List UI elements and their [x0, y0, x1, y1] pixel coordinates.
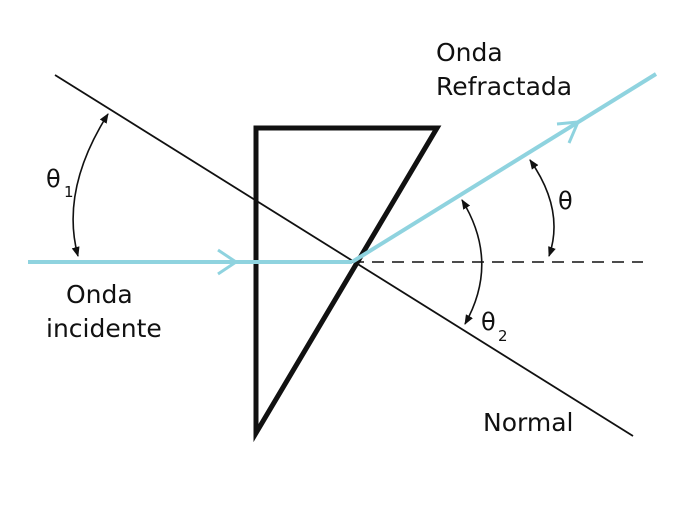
- theta2-symbol: θ: [481, 308, 496, 336]
- theta2-subscript: 2: [498, 327, 508, 345]
- incident-ray-arrowhead: [217, 248, 239, 276]
- normal-line: [54, 74, 634, 437]
- refracted-wave-label-line2: Refractada: [436, 72, 572, 101]
- theta-angle-arc: [529, 159, 556, 257]
- theta1-symbol: θ: [46, 165, 61, 193]
- normal-label: Normal: [483, 408, 573, 437]
- refracted-ray: [350, 72, 658, 264]
- prism: [253, 125, 442, 443]
- refracted-wave-label-line1: Onda: [436, 38, 503, 67]
- theta-symbol: θ: [558, 187, 573, 215]
- theta2-angle-arc: [461, 199, 483, 325]
- refracted-ray-arrowhead: [556, 120, 581, 144]
- incident-wave-label-line2: incidente: [46, 314, 162, 343]
- theta1-angle-arc: [71, 113, 109, 257]
- incident-wave-label-line1: Onda: [66, 280, 133, 309]
- theta1-subscript: 1: [64, 183, 74, 201]
